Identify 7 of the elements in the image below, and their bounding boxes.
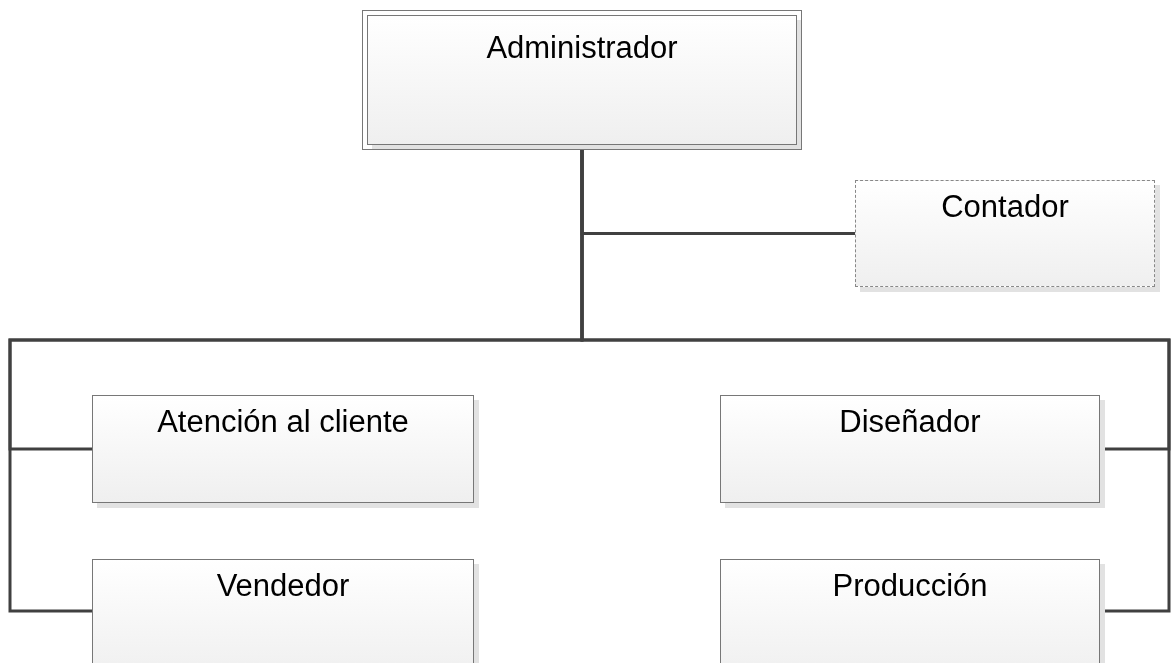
role-title: Atención al cliente (157, 404, 409, 440)
role-title: Diseñador (839, 404, 981, 440)
role-title: Producción (832, 568, 988, 604)
connector-line (580, 150, 1171, 613)
role-title: Administrador (486, 30, 678, 66)
role-title: Vendedor (216, 568, 350, 604)
role-title: Contador (941, 189, 1069, 225)
